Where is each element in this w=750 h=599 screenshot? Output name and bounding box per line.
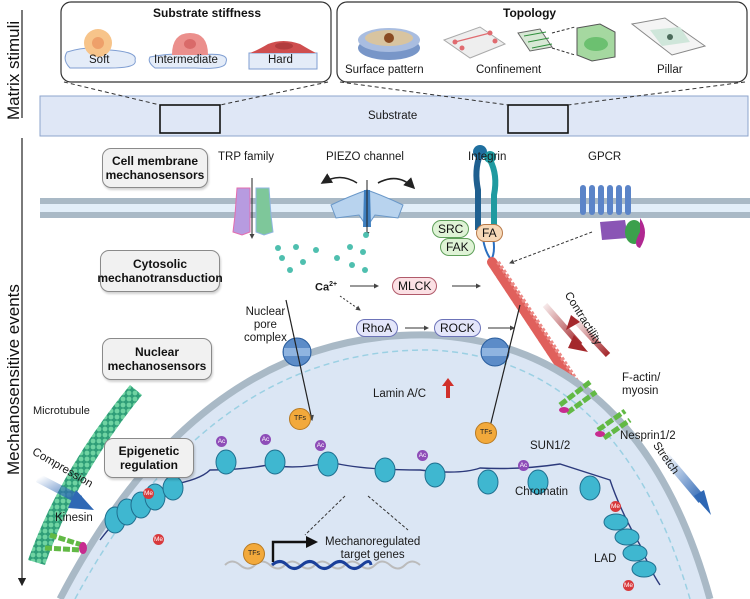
target-genes-line: Mechanoregulated xyxy=(325,536,421,548)
substrate-bar xyxy=(39,95,749,137)
acetyl-mark: Ac xyxy=(518,460,529,471)
intermediate-cell-icon xyxy=(148,33,227,69)
side-label-matrix-stimuli: Matrix stimuli xyxy=(4,20,23,120)
category-line: mechanotransduction xyxy=(97,271,223,285)
src-pill: SRC xyxy=(432,220,470,238)
methyl-mark: Me xyxy=(623,580,634,591)
fa-pill: FA xyxy=(476,224,503,242)
sun12-label: SUN1/2 xyxy=(530,440,571,452)
rock-pill: ROCK xyxy=(434,319,481,337)
nesprin12-label: Nesprin1/2 xyxy=(620,430,676,442)
acetyl-mark: Ac xyxy=(260,434,271,445)
nuclear-pore-complex-label: Nuclear pore complex xyxy=(244,306,287,345)
chromatin-label: Chromatin xyxy=(515,486,569,498)
topology-panel-title: Topology xyxy=(503,6,557,20)
substrate-label: Substrate xyxy=(368,110,418,122)
calcium-text: Ca xyxy=(315,281,330,294)
integrin-icon xyxy=(473,145,499,259)
stretch-arrow xyxy=(660,452,706,503)
microtubule-label: Microtubule xyxy=(33,405,90,417)
category-line: regulation xyxy=(119,458,178,472)
pore-line: Nuclear xyxy=(245,306,286,318)
rhoa-pill: RhoA xyxy=(356,319,399,337)
tfs-badge: TFs xyxy=(475,422,497,444)
myosin-line: myosin xyxy=(622,385,659,397)
confinement-grid-icon xyxy=(517,23,616,62)
stiffness-zoom-box xyxy=(159,104,221,134)
pore-line: pore xyxy=(253,319,277,331)
fak-pill: FAK xyxy=(440,238,475,256)
stiffness-panel-title: Substrate stiffness xyxy=(153,6,262,20)
chromatin-fiber xyxy=(99,461,661,586)
category-line: Nuclear xyxy=(134,345,180,359)
category-line: Cell membrane xyxy=(111,154,199,168)
surface-pattern-icon xyxy=(358,28,420,60)
stiffness-hard-label: Hard xyxy=(268,54,293,66)
target-genes-label: Mechanoregulated target genes xyxy=(325,536,420,562)
kinesin-label: Kinesin xyxy=(55,512,93,524)
microtubule-icon xyxy=(28,385,142,565)
gpcr-label: GPCR xyxy=(588,151,622,163)
compression-arrow xyxy=(35,474,83,504)
dna-target-gene xyxy=(271,560,373,570)
calcium-ions xyxy=(275,232,369,273)
lamin-ac-label: Lamin A/C xyxy=(373,388,427,400)
methyl-mark: Me xyxy=(153,534,164,545)
linc-complex-lower xyxy=(595,408,632,441)
mlck-pill: MLCK xyxy=(392,277,438,295)
transcription-start-arrow xyxy=(271,540,308,562)
methyl-mark: Me xyxy=(143,488,154,499)
factin-myosin-label: F-actin/ myosin xyxy=(622,372,660,398)
gpcr-to-actin-arrow xyxy=(509,231,593,264)
tfs-badge: TFs xyxy=(243,543,265,565)
category-line: mechanosensors xyxy=(105,168,205,182)
stiffness-soft-label: Soft xyxy=(89,54,110,66)
side-label-mechanosensitive-events: Mechanosensitive events xyxy=(4,284,23,475)
topology-surface-pattern-label: Surface pattern xyxy=(345,64,424,76)
nuclear-pore-left-icon xyxy=(282,299,314,422)
tfs-badge: TFs xyxy=(289,408,311,430)
target-genes-line: target genes xyxy=(340,549,405,561)
category-line: Cytosolic xyxy=(133,257,188,271)
lamin-up-arrow-icon xyxy=(442,378,454,398)
pore-line: complex xyxy=(244,332,287,344)
topology-pillar-label: Pillar xyxy=(657,64,683,76)
calcium-label: Ca2+ xyxy=(315,278,337,295)
trp-channel-icon xyxy=(232,178,274,239)
stiffness-intermediate-label: Intermediate xyxy=(154,54,218,66)
linc-complex-upper xyxy=(558,380,598,416)
lad-label: LAD xyxy=(594,553,617,565)
integrin-label: Integrin xyxy=(468,151,507,163)
topology-zoom-box xyxy=(507,104,569,134)
nucleosomes xyxy=(104,449,657,578)
nuclear-pore-right-icon xyxy=(480,304,521,437)
gpcr-icon xyxy=(580,185,645,248)
factin-line: F-actin/ xyxy=(622,372,661,384)
acetyl-mark: Ac xyxy=(216,436,227,447)
hard-cell-icon xyxy=(248,41,318,70)
pillar-icon xyxy=(630,17,707,56)
kinesin-icon xyxy=(44,532,87,554)
piezo-channel-icon xyxy=(320,173,416,237)
piezo-channel-label: PIEZO channel xyxy=(326,151,404,163)
category-line: Epigenetic xyxy=(118,444,180,458)
topology-confinement-label: Confinement xyxy=(476,64,542,76)
contractility-arrows xyxy=(542,303,611,358)
calcium-charge: 2+ xyxy=(329,281,338,288)
soft-cell-icon xyxy=(64,29,136,69)
acetyl-mark: Ac xyxy=(315,440,326,451)
confinement-icon xyxy=(442,26,507,59)
trp-family-label: TRP family xyxy=(218,151,275,163)
category-line: mechanosensors xyxy=(107,359,207,373)
acetyl-mark: Ac xyxy=(417,450,428,461)
methyl-mark: Me xyxy=(610,501,621,512)
